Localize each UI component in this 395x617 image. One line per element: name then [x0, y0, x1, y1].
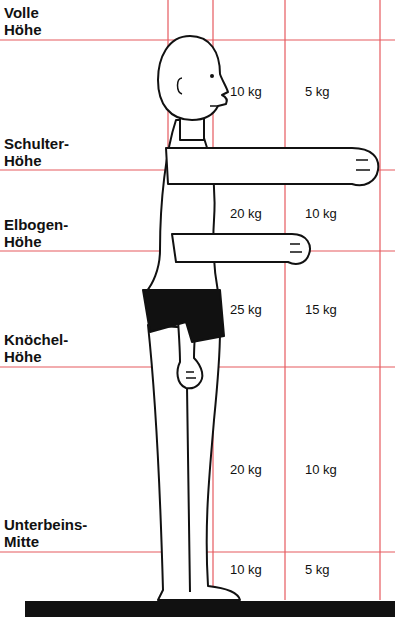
weight-limit: 20 kg — [230, 462, 262, 477]
weight-limit: 25 kg — [230, 302, 262, 317]
height-zone-label: Knöchel-Höhe — [4, 331, 90, 365]
weight-limit: 10 kg — [230, 84, 262, 99]
weight-limit: 20 kg — [230, 206, 262, 221]
weight-limit: 5 kg — [305, 84, 330, 99]
zone-grid — [0, 0, 395, 600]
height-zone-label: Schulter-Höhe — [4, 135, 90, 169]
floor-bar — [25, 601, 395, 617]
human-figure — [143, 36, 378, 600]
height-zone-label: Unterbeins-Mitte — [4, 516, 94, 550]
height-zone-label: Elbogen-Höhe — [4, 216, 90, 250]
weight-limit: 10 kg — [305, 462, 337, 477]
weight-limit: 15 kg — [305, 302, 337, 317]
height-zone-label: Volle Höhe — [4, 4, 66, 38]
weight-limit: 10 kg — [305, 206, 337, 221]
weight-limit: 5 kg — [305, 562, 330, 577]
weight-limit: 10 kg — [230, 562, 262, 577]
